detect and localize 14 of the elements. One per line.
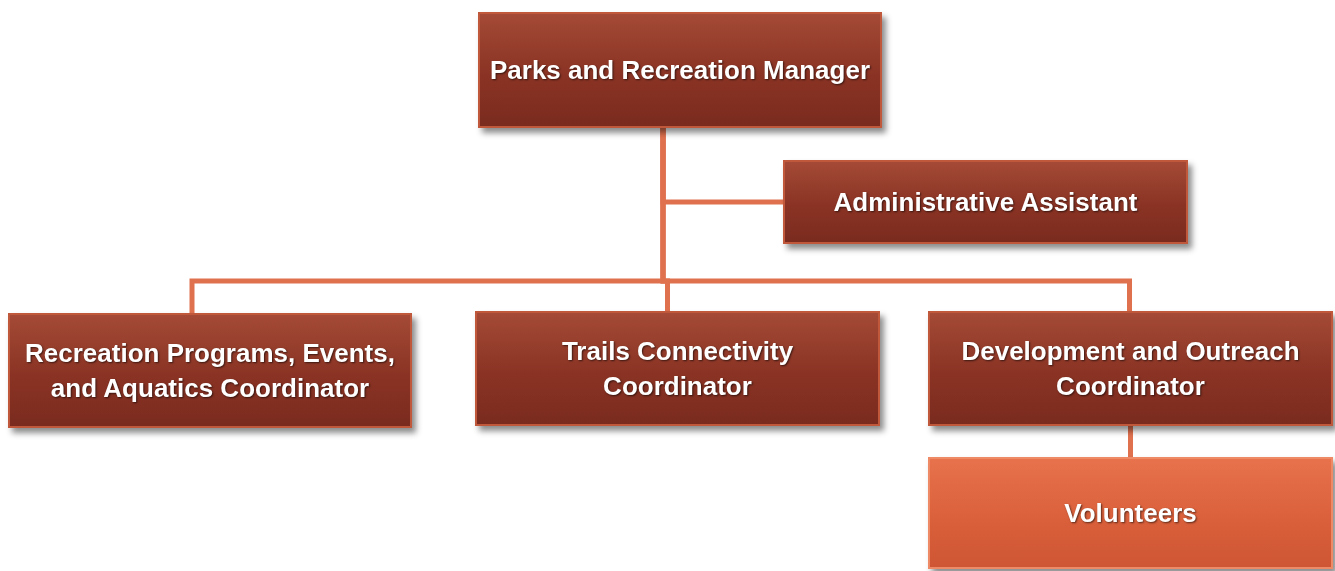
role-box (928, 457, 1333, 569)
role-title: Recreation Programs, Events, and Aquatics Coordinator (24, 336, 396, 405)
role-box (8, 313, 412, 428)
role-box (475, 311, 880, 426)
role-box (928, 311, 1333, 426)
role-title: Development and Outreach Coordinator (960, 334, 1301, 403)
role-box (478, 12, 882, 128)
connector-line (660, 128, 1132, 311)
role-box (783, 160, 1188, 244)
connector-line (1128, 426, 1133, 457)
role-title: Trails Connectivity Coordinator (560, 334, 795, 403)
role-title: Administrative Assistant (833, 185, 1138, 219)
role-title: Parks and Recreation Manager (489, 53, 870, 87)
role-title: Volunteers (1064, 496, 1197, 530)
